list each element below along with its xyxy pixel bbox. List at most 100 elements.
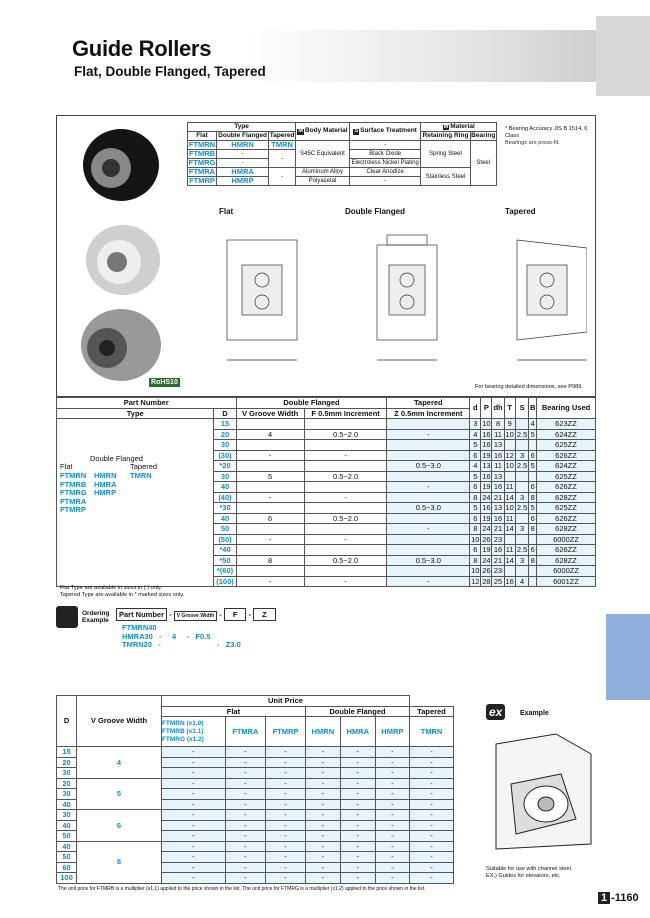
cell: 25 [491,575,505,587]
cell: 23 [491,565,505,577]
cell [386,565,471,577]
cell: 21 [491,554,505,566]
cell: 16 [503,575,516,587]
cell [235,523,305,535]
cell: 16 [491,481,505,493]
cell [386,491,471,503]
cell [514,512,530,524]
cell: 628ZZ [536,523,596,535]
cell: 4 [235,428,305,440]
cell: 628ZZ [536,554,596,566]
cell: 6 [528,544,538,556]
cell: - [303,491,388,503]
cell: 28 [480,575,493,587]
cell: *30 [213,502,237,514]
cell [514,470,530,482]
cell: 626ZZ [536,481,596,493]
cell: 5 [528,502,538,514]
cell: 10 [503,460,516,472]
cell: 8 [469,491,482,503]
cell: 26 [480,533,493,545]
cell [303,523,388,535]
cell: 2.5 [514,544,530,556]
cell: 16 [480,502,493,514]
cell: (30) [213,449,237,461]
cell: 11 [503,481,516,493]
cell: 624ZZ [536,428,596,440]
cell: 6000ZZ [536,565,596,577]
cell [303,460,388,472]
cell: 6 [528,481,538,493]
cell: - [303,449,388,461]
cell: 6001ZZ [536,575,596,587]
cell: 8 [528,523,538,535]
cell [503,533,516,545]
cell: *20 [213,460,237,472]
cell: 3 [469,418,482,430]
cell: - [386,481,471,493]
cell: 5 [469,470,482,482]
cell [528,470,538,482]
cell [514,418,530,430]
cell: 5 [235,470,305,482]
cell: 8 [491,418,505,430]
example-illustration [495,733,592,850]
cell: 8 [235,554,305,566]
rohs-badge: RoHS10 [149,378,180,387]
cell: - [303,575,388,587]
cell: 625ZZ [536,502,596,514]
cell [235,418,305,430]
type-cell [55,418,215,587]
example-area: ex Example Suitable for use with channel… [486,704,596,884]
cell: 15 [213,418,237,430]
cell [303,544,388,556]
price-row: 50------- [55,851,455,863]
cell: 0.5~3.0 [386,460,471,472]
cell [386,439,471,451]
cell: 13 [491,439,505,451]
cell [303,565,388,577]
cell: 11 [491,460,505,472]
cell: *40 [213,544,237,556]
cell: 16 [491,512,505,524]
product-photos [81,129,161,381]
cell [386,449,471,461]
cell [514,439,530,451]
cell: 19 [480,512,493,524]
cell: 0.5~3.0 [386,554,471,566]
cell: - [235,575,305,587]
cell [528,575,538,587]
cell: 6 [469,481,482,493]
ordering-icon [56,606,78,628]
cell [528,533,538,545]
cell [503,565,516,577]
cell: 0.5~2.0 [303,512,388,524]
cell: 4 [469,460,482,472]
cell: 16 [480,428,493,440]
cell: 4 [514,575,530,587]
cell: 2.5 [514,460,530,472]
cell: - [235,491,305,503]
cell: 19 [480,544,493,556]
page-number: 1-1160 [598,892,640,904]
cell: - [235,533,305,545]
cell: 6000ZZ [536,533,596,545]
side-index-tab [606,614,650,700]
cell: 24 [480,523,493,535]
cell: 19 [480,449,493,461]
cell: 8 [469,523,482,535]
cell: 9 [503,418,516,430]
page-title: Guide Rollers [72,36,212,61]
cell: 26 [480,565,493,577]
cell: 4 [469,428,482,440]
cell [503,439,516,451]
cell: (100) [213,575,237,587]
